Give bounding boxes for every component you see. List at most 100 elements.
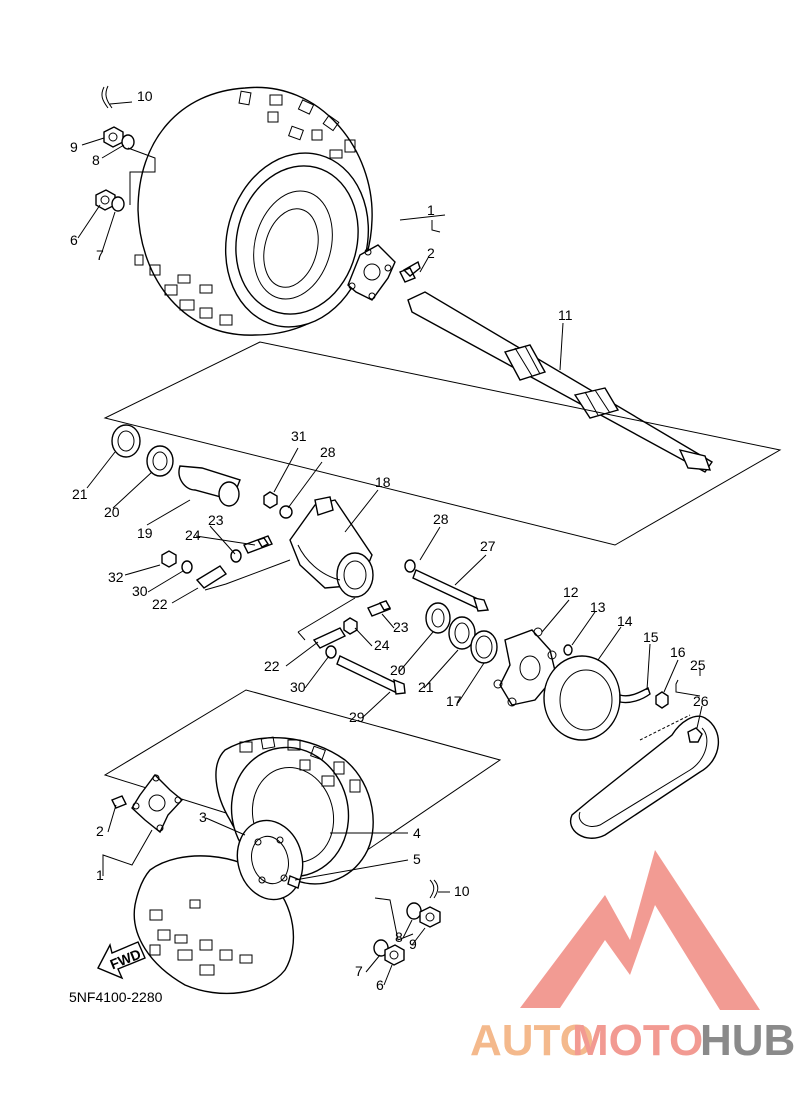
washer-30-lower — [325, 645, 337, 659]
sprocket-hub — [493, 627, 557, 707]
callout-7: 7 — [96, 247, 104, 263]
upper-hub — [347, 244, 396, 301]
callout-14: 14 — [617, 613, 633, 629]
watermark-hub: HUB — [700, 1016, 795, 1065]
callout-9: 9 — [70, 139, 78, 155]
drive-chain — [569, 714, 720, 839]
washer-28-upper — [279, 505, 293, 519]
axle-housing — [289, 496, 374, 598]
callout-26: 26 — [693, 693, 709, 709]
callout-4: 4 — [413, 825, 421, 841]
upper-washer-8 — [121, 134, 135, 150]
callout-5: 5 — [413, 851, 421, 867]
cotter-pin-upper — [101, 85, 113, 109]
nut-31 — [263, 491, 278, 509]
bearing-21-left — [111, 424, 141, 458]
bolt-23-upper — [243, 535, 273, 554]
callout-24: 24 — [185, 527, 201, 543]
callout-28: 28 — [433, 511, 449, 527]
callout-12: 12 — [563, 584, 579, 600]
callout-11: 11 — [558, 307, 573, 323]
callout-7: 7 — [355, 963, 363, 979]
callout-18: 18 — [375, 474, 391, 490]
callout-29: 29 — [349, 709, 365, 725]
callout-8: 8 — [92, 152, 100, 168]
callout-20: 20 — [390, 662, 406, 678]
seal-17 — [470, 630, 498, 664]
sprocket — [543, 655, 621, 741]
callout-21: 21 — [72, 486, 88, 502]
bolt-23-lower — [367, 600, 392, 617]
callout-22: 22 — [264, 658, 280, 674]
pin-13 — [563, 644, 573, 656]
callout-23: 23 — [208, 512, 224, 528]
lower-rim — [236, 819, 304, 901]
watermark-text: AUTO MOTO HUB — [470, 1016, 795, 1065]
upper-nut-9 — [103, 126, 124, 148]
nut-24-lower — [343, 617, 358, 635]
callout-1: 1 — [427, 202, 435, 218]
washer-28-lower — [404, 559, 416, 573]
callout-3: 3 — [199, 809, 207, 825]
leader-lines — [77, 101, 703, 986]
fwd-arrow-icon — [97, 941, 146, 980]
spacer-19 — [178, 465, 241, 507]
callout-28: 28 — [320, 444, 336, 460]
callout-2: 2 — [427, 245, 435, 261]
rear-axle — [407, 291, 714, 473]
bolt-27 — [412, 569, 489, 612]
diagram-code: 5NF4100-2280 — [69, 989, 163, 1005]
callout-10: 10 — [137, 88, 153, 104]
lower-washer-8 — [406, 902, 422, 920]
upper-washer-7 — [111, 196, 125, 212]
callout-6: 6 — [70, 232, 78, 248]
bolt-29 — [336, 655, 406, 695]
callout-25: 25 — [690, 657, 706, 673]
adjuster-22-upper — [195, 565, 228, 589]
lower-nut-9 — [419, 906, 441, 928]
cotter-pin-lower — [429, 879, 439, 899]
callout-17: 17 — [446, 693, 462, 709]
nut-32 — [161, 550, 177, 568]
callout-20: 20 — [104, 504, 120, 520]
seal-20-right — [425, 602, 451, 634]
callout-23: 23 — [393, 619, 409, 635]
callout-labels: 10 9 8 6 7 1 2 11 31 28 18 21 20 19 23 2… — [70, 88, 709, 993]
adjuster-22-lower — [312, 627, 347, 649]
callout-8: 8 — [395, 929, 403, 945]
callout-27: 27 — [480, 538, 496, 554]
callout-24: 24 — [374, 637, 390, 653]
callout-32: 32 — [108, 569, 124, 585]
callout-16: 16 — [670, 644, 686, 660]
fwd-label: FWD — [108, 946, 144, 973]
callout-1: 1 — [96, 867, 104, 883]
callout-6: 6 — [376, 977, 384, 993]
callout-30: 30 — [290, 679, 306, 695]
lower-hub-bolt — [111, 795, 127, 809]
bearing-21-right — [448, 616, 476, 650]
callout-31: 31 — [291, 428, 307, 444]
watermark-auto: AUTO — [470, 1016, 594, 1065]
upper-tire — [134, 86, 373, 336]
master-link-26 — [687, 727, 703, 743]
watermark-moto: MOTO — [572, 1016, 703, 1065]
callout-19: 19 — [137, 525, 153, 541]
nut-16 — [655, 691, 669, 709]
callout-13: 13 — [590, 599, 606, 615]
callout-21: 21 — [418, 679, 434, 695]
callout-22: 22 — [152, 596, 168, 612]
washer-30-upper — [181, 560, 193, 574]
lower-hub — [131, 773, 184, 834]
callout-30: 30 — [132, 583, 148, 599]
callout-10: 10 — [454, 883, 470, 899]
callout-15: 15 — [643, 629, 659, 645]
lower-nut-6 — [384, 944, 405, 966]
valve-stem — [287, 875, 301, 889]
callout-2: 2 — [96, 823, 104, 839]
lock-washer-15 — [619, 687, 651, 704]
seal-20-left — [146, 445, 174, 477]
watermark-logo-icon — [520, 850, 760, 1010]
callout-9: 9 — [409, 936, 417, 952]
upper-hub-bolt — [399, 260, 421, 283]
